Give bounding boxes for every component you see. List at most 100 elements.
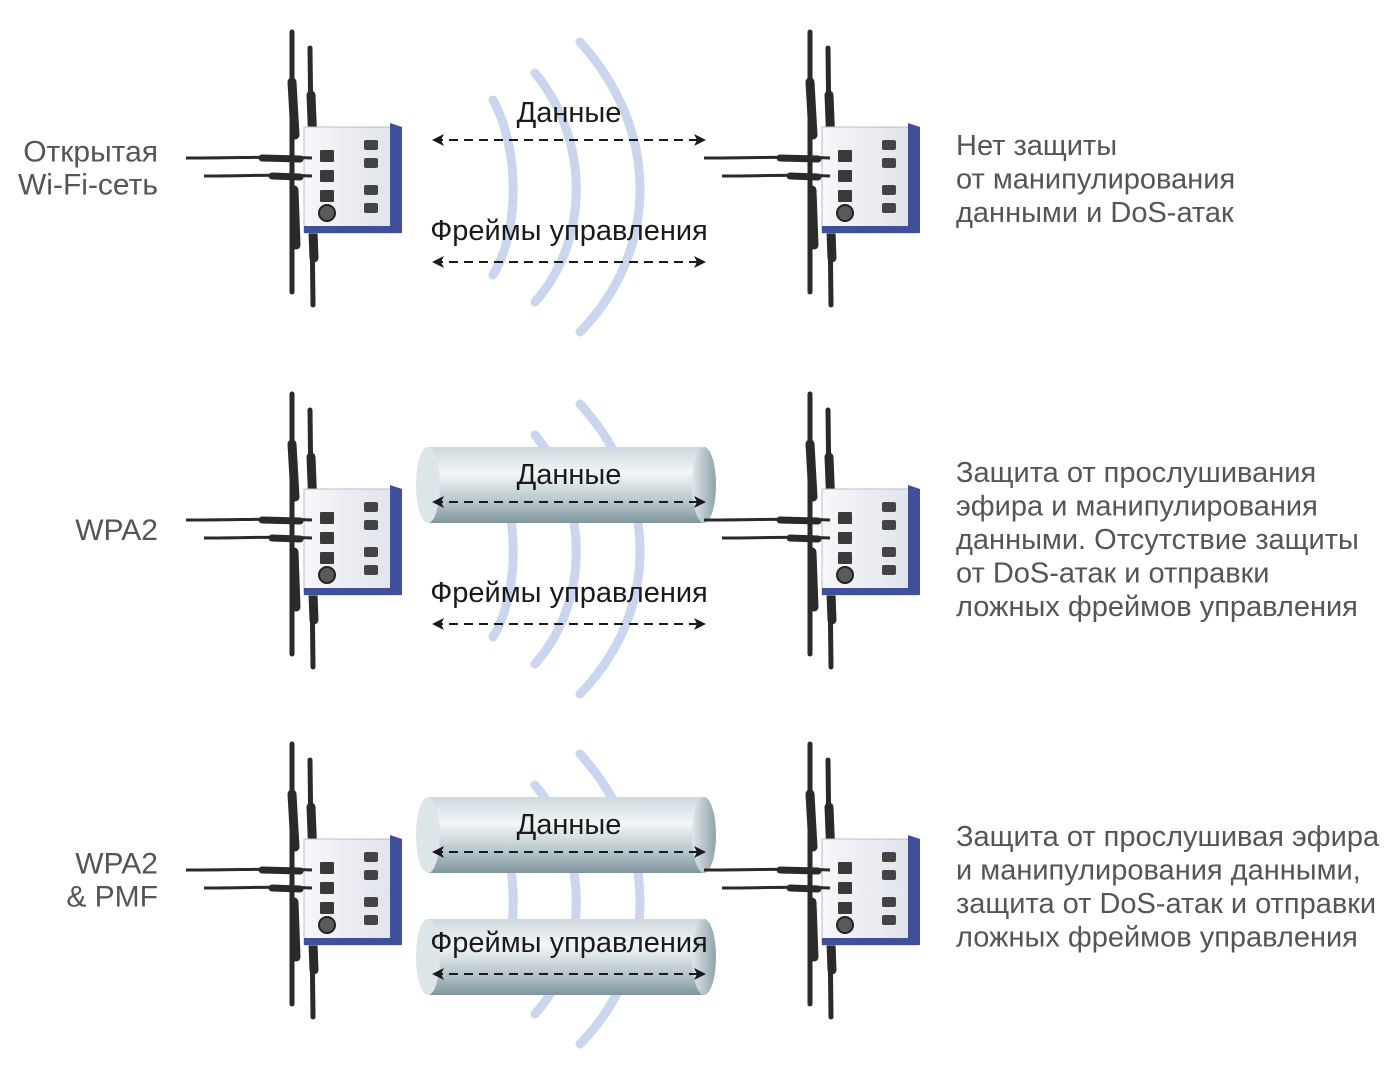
protection-description-line: и манипулирования данными, [956,855,1361,887]
terminal-icon [882,203,896,213]
antenna-icon [289,547,301,612]
terminal-icon [364,852,378,862]
ethernet-port-icon [320,882,334,894]
ethernet-port-icon [838,882,852,894]
protection-description-line: ложных фреймов управления [956,922,1358,954]
terminal-icon [364,140,378,150]
data-channel-label: Данные [517,809,622,841]
terminal-icon [364,915,378,925]
tunnel-left-end [416,797,440,873]
terminal-icon [882,140,896,150]
tunnel-right-end [692,447,716,523]
antenna-icon [805,439,818,502]
device-rail [822,938,918,945]
ethernet-port-icon [838,170,852,182]
device-side-panel [908,835,920,945]
device-side-panel [908,123,920,233]
ethernet-port-icon [838,902,852,914]
device-side-panel [908,485,920,595]
terminal-icon [882,852,896,862]
security-mode-label-line: Wi-Fi-сеть [18,169,158,202]
protection-description-line: данными. Отсутствие защиты [956,524,1359,556]
ethernet-port-icon [320,862,334,874]
tunnel-body [428,447,704,523]
terminal-icon [364,502,378,512]
antenna-icon [805,789,818,852]
security-mode-label: WPA2& PMF [66,848,158,914]
terminal-icon [364,870,378,880]
terminal-icon [882,502,896,512]
ethernet-port-icon [320,150,334,162]
antenna-icon [287,77,300,140]
wave-arc [530,68,581,307]
cable [258,516,304,525]
encryption-tunnel [416,447,716,523]
security-mode-label: WPA2 [75,514,158,547]
security-mode-label-line: WPA2 [75,514,158,547]
device-housing [821,126,919,234]
device-housing [303,838,401,946]
cable [258,866,304,875]
wave-arc [575,749,645,1049]
device-housing [821,838,919,946]
antenna-icon [807,185,819,250]
connector-icon [836,204,854,222]
antenna-icon [287,439,300,502]
protection-description-line: защита от DoS-атак и отправки [956,888,1376,920]
tunnel-right-end [692,797,716,873]
ethernet-port-icon [838,150,852,162]
device-rail [822,588,918,595]
connector-icon [836,566,854,584]
protection-description-line: от манипулирования [956,164,1235,196]
device-housing [821,488,919,596]
right-access-point [703,741,920,1020]
cable [268,884,304,893]
ethernet-port-icon [838,532,852,544]
ethernet-port-icon [838,862,852,874]
ethernet-port-icon [320,190,334,202]
security-mode-label-line: & PMF [66,881,158,914]
ethernet-port-icon [320,902,334,914]
device-rail [304,938,400,945]
device-side-panel [390,835,402,945]
terminal-icon [364,185,378,195]
wifi-waves-icon [488,37,645,337]
antenna-icon [807,547,819,612]
terminal-icon [364,565,378,575]
ethernet-port-icon [320,170,334,182]
ethernet-port-icon [838,190,852,202]
cable [786,884,822,893]
ethernet-port-icon [320,532,334,544]
cable [776,154,822,163]
connector-icon [318,916,336,934]
connector-icon [318,204,336,222]
right-access-point [703,391,920,670]
device-housing [303,126,401,234]
antenna-icon [287,789,300,852]
terminal-icon [882,158,896,168]
terminal-icon [882,185,896,195]
left-access-point [185,391,402,670]
data-channel-label: Данные [517,459,622,491]
cable [776,866,822,875]
left-access-point [185,741,402,1020]
connector-icon [836,916,854,934]
device-housing [303,488,401,596]
protection-description-line: ложных фреймов управления [956,591,1358,623]
wave-arc [575,37,645,337]
device-rail [822,226,918,233]
device-side-panel [390,485,402,595]
right-access-point [703,29,920,308]
protection-description-line: от DoS-атак и отправки [956,558,1270,590]
terminal-icon [882,897,896,907]
ethernet-port-icon [838,512,852,524]
data-channel-label: Данные [517,97,622,129]
cable [786,534,822,543]
ethernet-port-icon [838,552,852,564]
protection-description-line: данными и DoS-атак [956,197,1234,229]
